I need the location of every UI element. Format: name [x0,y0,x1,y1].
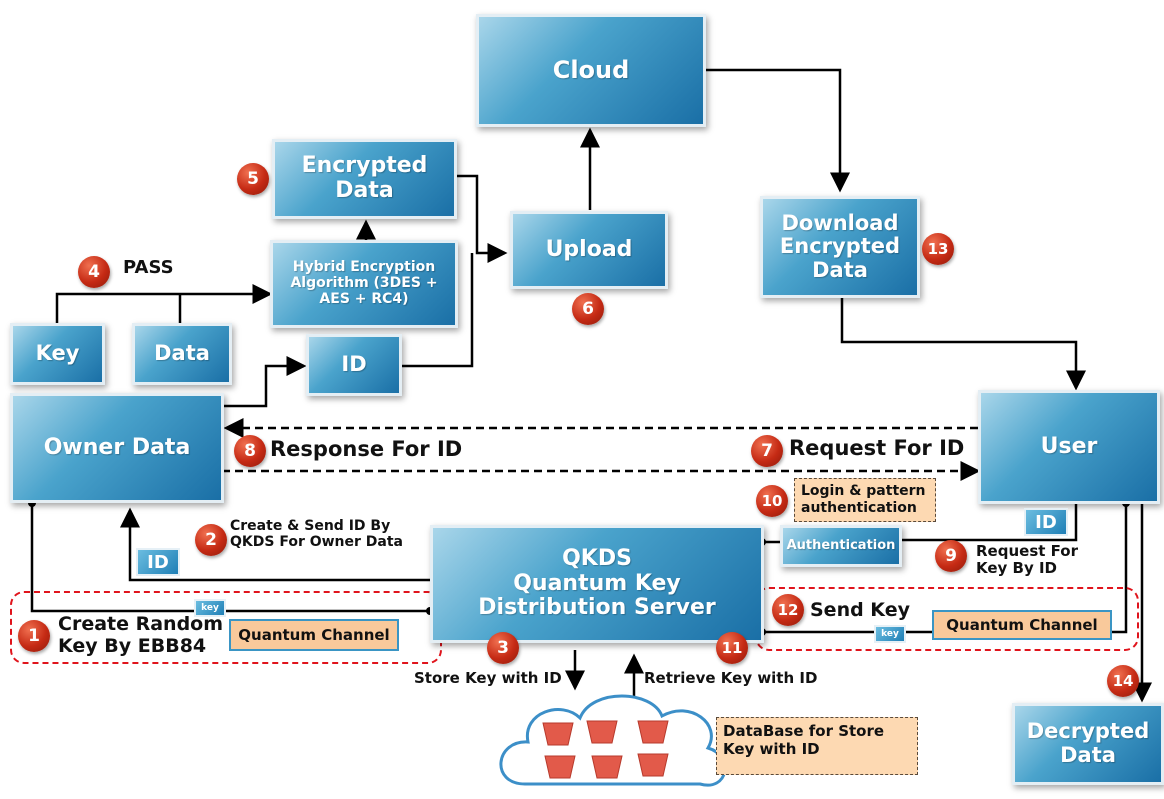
step-badge: 12 [772,594,804,626]
db-bucket-icon [591,755,623,779]
user-to-auth-line [902,500,1078,542]
step-badge: 8 [234,435,266,467]
step-badge: 2 [195,524,227,556]
qkds-title: QKDS [562,546,632,572]
owner-data-label: Owner Data [43,434,191,460]
key-node: Key [10,323,105,385]
create-random-key-label: Create Random Key By EBB84 [58,613,224,657]
db-bucket-icon [637,720,669,744]
user-label: User [1040,433,1098,459]
db-bucket-icon [586,720,618,744]
owner-key-line [30,503,430,613]
qkds-to-owner-arrow [120,507,430,582]
hybrid-algorithm-node: Hybrid Encryption Algorithm (3DES + AES … [270,240,458,328]
database-cloud-icon [499,694,727,787]
upload-label: Upload [545,236,633,262]
step-badge: 14 [1107,665,1139,697]
response-label: Response For ID [270,437,463,461]
key-label: Key [35,341,80,366]
cloud-label: Cloud [552,56,630,85]
upload-node: Upload [510,211,668,289]
qkds-node: QKDS Quantum Key Distribution Server [430,525,764,643]
download-label: Download Encrypted Data [779,210,901,282]
key-to-hybrid-arrow [55,284,273,323]
db-bucket-icon [542,722,574,746]
user-node: User [978,390,1160,504]
step-badge: 5 [237,163,269,195]
step-badge: 13 [922,233,954,265]
key-tag-left: key [194,599,226,617]
step-badge: 1 [18,620,50,652]
decrypted-data-node: Decrypted Data [1012,703,1164,785]
step-badge: 11 [716,632,748,664]
send-key-label: Send Key [810,599,910,621]
qkds-subtitle: Quantum Key Distribution Server [478,570,716,621]
encrypted-data-label: Encrypted Data [301,153,428,203]
id-to-upload-line [400,253,474,368]
id-node: ID [306,334,402,396]
encrypted-to-upload-arrow [456,174,508,263]
encrypted-data-node: Encrypted Data [272,139,457,219]
id-label: ID [341,352,367,377]
cloud-node: Cloud [476,14,706,127]
db-bucket-icon [544,755,576,779]
login-note: Login & pattern authentication [794,478,936,522]
step-badge: 9 [935,540,967,572]
step-badge: 7 [751,435,783,467]
retrieve-key-label: Retrieve Key with ID [644,669,818,687]
authentication-node: Authentication [780,525,902,567]
pass-label: PASS [123,257,174,278]
step-badge: 3 [487,632,519,664]
cloud-to-download-arrow [705,68,850,193]
create-send-id-label: Create & Send ID By QKDS For Owner Data [230,518,404,551]
store-key-label: Store Key with ID [414,669,562,687]
id-tag-left: ID [136,548,180,576]
decrypted-data-label: Decrypted Data [1026,719,1150,767]
key-tag-right: key [874,625,906,643]
owner-to-id-arrow [222,356,307,408]
data-node: Data [132,323,232,385]
db-bucket-icon [637,753,669,777]
step-badge: 4 [78,256,110,288]
request-key-label: Request For Key By ID [976,542,1078,578]
quantum-channel-left: Quantum Channel [229,619,399,651]
quantum-channel-right: Quantum Channel [932,610,1112,640]
download-node: Download Encrypted Data [760,196,920,298]
id-tag-right: ID [1024,508,1068,536]
database-note: DataBase for Store Key with ID [716,717,918,775]
data-label: Data [154,341,210,366]
authentication-label: Authentication [786,537,896,553]
owner-data-node: Owner Data [10,393,224,503]
request-label: Request For ID [789,436,965,460]
step-badge: 10 [756,485,788,517]
hybrid-algorithm-label: Hybrid Encryption Algorithm (3DES + AES … [290,259,438,307]
step-badge: 6 [572,293,604,325]
download-to-user-arrow [840,296,1086,391]
